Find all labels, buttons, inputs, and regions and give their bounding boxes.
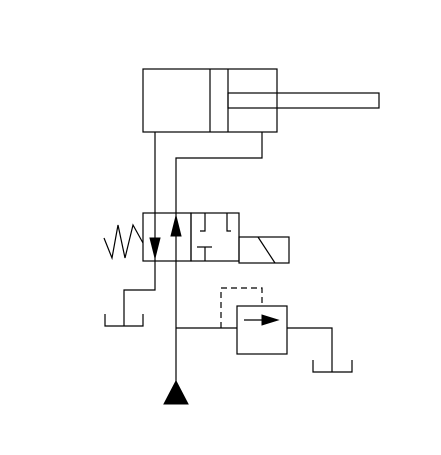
cylinder-supply-lines bbox=[154, 132, 263, 213]
blocked-port-top-right bbox=[226, 213, 231, 232]
valve-return-line bbox=[123, 261, 156, 326]
solenoid-actuator-icon bbox=[238, 236, 290, 264]
tank-reservoir-icon bbox=[104, 314, 144, 327]
relief-valve-body bbox=[236, 305, 288, 355]
double-acting-cylinder bbox=[142, 68, 380, 133]
pump-source-triangle-icon bbox=[163, 379, 189, 405]
blocked-port-top-left bbox=[200, 213, 206, 232]
solenoid-coil-diagonal bbox=[257, 236, 276, 264]
tank-reservoir-icon bbox=[312, 360, 353, 373]
rod-end-port-line bbox=[175, 132, 263, 213]
pressure-relief-valve bbox=[220, 287, 288, 355]
directional-control-valve bbox=[103, 212, 290, 264]
valve-envelope-parallel bbox=[142, 212, 192, 262]
pump-pressure-circuit bbox=[163, 261, 237, 405]
spring-return-icon bbox=[103, 223, 144, 261]
relief-flow-arrow-icon bbox=[261, 314, 280, 326]
flow-arrow-down-icon bbox=[149, 237, 161, 259]
valve-tank-return bbox=[104, 261, 156, 327]
cylinder-piston-rod bbox=[227, 92, 380, 109]
relief-pilot-line bbox=[220, 287, 263, 328]
flow-arrow-up-icon bbox=[170, 215, 182, 237]
relief-tank-return bbox=[287, 327, 353, 373]
valve-envelope-blocked bbox=[190, 212, 240, 262]
relief-return-line bbox=[287, 327, 333, 372]
